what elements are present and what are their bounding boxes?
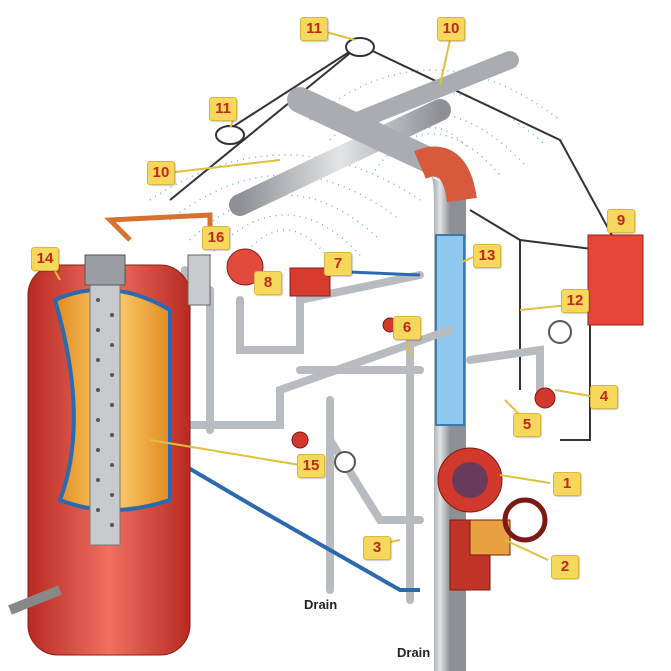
callout-2: 2 — [551, 555, 579, 579]
alarm-panel — [587, 234, 644, 326]
callout-16: 16 — [202, 226, 230, 250]
valves — [291, 317, 556, 591]
callout-11-left: 11 — [209, 97, 237, 121]
callout-10-left: 10 — [147, 161, 175, 185]
pressure-gauge — [548, 320, 572, 344]
perforations — [96, 298, 114, 527]
drain-label-left: Drain — [304, 597, 338, 612]
callout-1: 1 — [553, 472, 581, 496]
dry-pipe-valve-clapper — [452, 462, 488, 498]
sprinkler-spray-left — [149, 154, 421, 261]
callout-3: 3 — [363, 536, 391, 560]
alarm-device-left — [215, 125, 245, 145]
callout-7: 7 — [324, 252, 352, 276]
supply-line — [173, 458, 420, 592]
callout-8: 8 — [254, 271, 282, 295]
callout-15: 15 — [297, 454, 325, 478]
callout-11-right: 11 — [300, 17, 328, 41]
callout-5: 5 — [513, 413, 541, 437]
callout-10-right: 10 — [437, 17, 465, 41]
riser-elbow — [414, 146, 477, 203]
callout-6: 6 — [393, 316, 421, 340]
perforated-tube — [89, 284, 121, 546]
callout-14: 14 — [31, 247, 59, 271]
alarm-bell-box — [289, 267, 331, 297]
drain-label-right: Drain — [397, 645, 431, 660]
trim-piping — [181, 266, 544, 604]
alarm-wiring — [169, 43, 621, 441]
callout-4: 4 — [590, 385, 618, 409]
callout-13: 13 — [473, 244, 501, 268]
callout-9: 9 — [607, 209, 635, 233]
alarm-device-right — [345, 37, 375, 57]
callout-12: 12 — [561, 289, 589, 313]
sprinkler-spray-right — [309, 69, 561, 176]
air-compressor-filter — [187, 254, 211, 306]
